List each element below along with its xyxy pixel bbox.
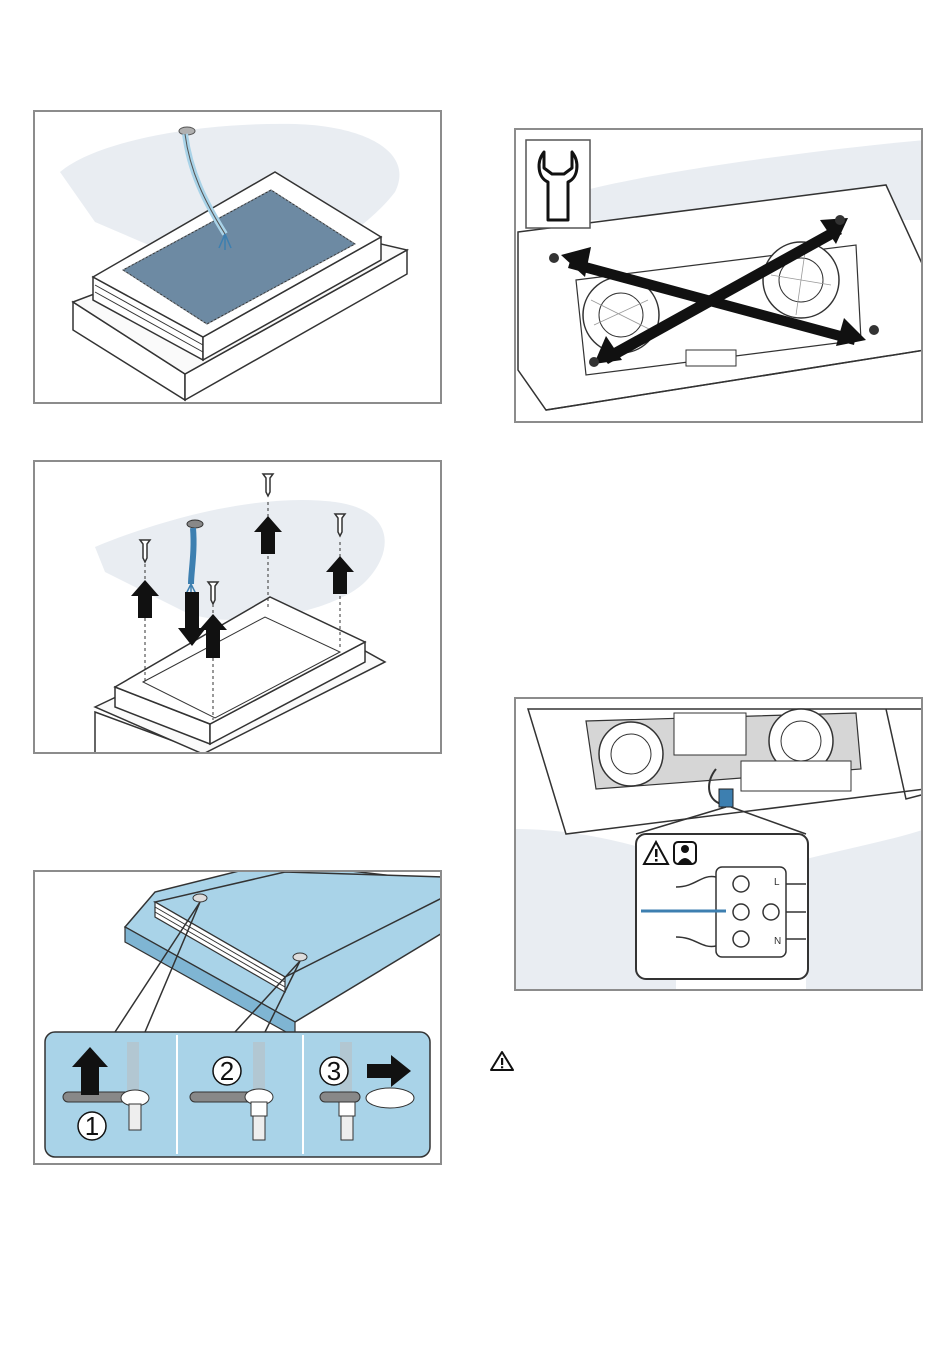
electrician-icon: [674, 842, 696, 864]
step-3-label: 3: [327, 1056, 341, 1086]
nut-illustration: 1 2 3: [35, 872, 442, 1165]
transport-panel: [514, 128, 923, 423]
terminal-label-l: L: [774, 877, 780, 888]
nut-panel: 1 2 3: [33, 870, 442, 1165]
warning-icon: [489, 1050, 515, 1072]
transport-illustration: [516, 130, 923, 423]
wiring-illustration: L N: [516, 699, 923, 991]
wiring-panel: L N: [514, 697, 923, 991]
filter-panel: [33, 110, 442, 404]
step-1-label: 1: [85, 1111, 99, 1141]
terminal-label-n: N: [774, 936, 781, 947]
screws-illustration: [35, 462, 442, 754]
screws-panel: [33, 460, 442, 754]
step-2-label: 2: [220, 1056, 234, 1086]
filter-mat-illustration: [35, 112, 442, 404]
